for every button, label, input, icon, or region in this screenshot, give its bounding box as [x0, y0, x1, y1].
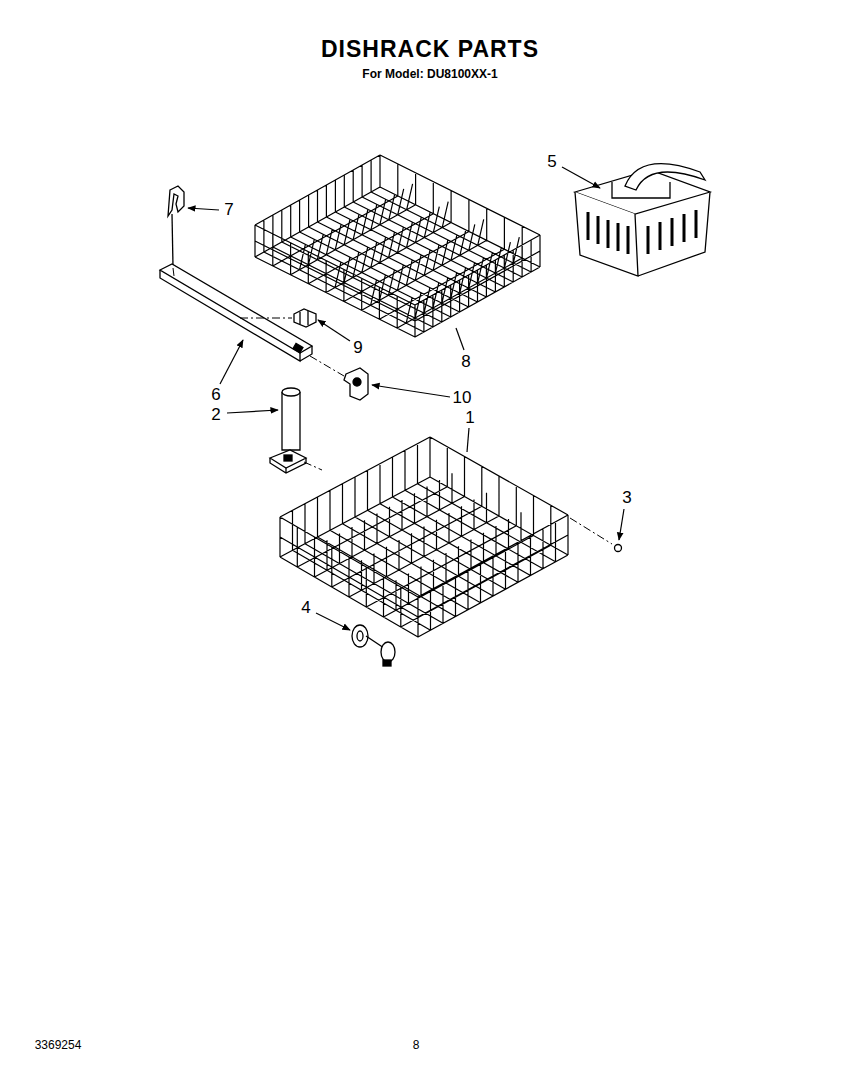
- cap-part: [615, 545, 622, 552]
- leader-arrow: [188, 208, 219, 210]
- callout-number: 6: [211, 386, 220, 405]
- basket-handle: [625, 164, 705, 190]
- leader-arrow: [372, 385, 450, 397]
- leader-arrow: [316, 613, 350, 630]
- callout-number: 2: [211, 406, 220, 425]
- rail-end: [293, 343, 303, 352]
- wheel: [352, 625, 368, 647]
- roller-wheel: [353, 378, 361, 386]
- rail-bar: [160, 264, 312, 353]
- callout-number: 7: [224, 201, 233, 220]
- wheel-holder: [381, 642, 395, 662]
- assembly-line: [240, 318, 292, 319]
- leader-lines: [188, 167, 624, 630]
- page-number: 8: [413, 1039, 420, 1052]
- callout-number: 9: [353, 339, 362, 358]
- leader-line: [456, 328, 464, 350]
- leader-arrow: [619, 509, 624, 540]
- assembly-line: [310, 356, 344, 376]
- leader-arrow: [220, 340, 243, 384]
- rail-bar-side: [160, 270, 312, 361]
- assembly-line: [570, 518, 612, 544]
- basket-divider: [612, 182, 670, 198]
- tube-part: [282, 392, 300, 450]
- wheel-hub: [357, 631, 363, 641]
- dish-racks: [255, 155, 568, 637]
- assembly-line: [173, 268, 174, 276]
- roller-bracket: [344, 368, 368, 400]
- leader-line: [467, 428, 469, 452]
- document-number: 3369254: [35, 1039, 82, 1052]
- wheel-axle: [366, 636, 384, 648]
- assembly-line: [304, 462, 322, 470]
- stop-detail: [300, 311, 308, 325]
- callout-number: 5: [547, 153, 556, 172]
- clip-rod: [172, 214, 173, 266]
- wire-rack: [280, 437, 568, 637]
- basket-slots: [588, 210, 696, 254]
- callout-number: 10: [453, 389, 472, 408]
- callout-number: 3: [622, 489, 631, 508]
- callout-number: 4: [301, 599, 310, 618]
- callout-number: 8: [461, 353, 470, 372]
- stop-part: [294, 309, 316, 327]
- tube-foot: [284, 455, 292, 461]
- diagram-title: DISHRACK PARTS: [321, 37, 539, 62]
- clip-part: [168, 186, 184, 216]
- wheel-clip: [383, 660, 391, 666]
- leader-arrow: [318, 320, 350, 341]
- model-label: For Model: DU8100XX-1: [362, 68, 497, 81]
- leader-arrow: [562, 167, 600, 188]
- small-parts: [160, 164, 710, 666]
- assembly-lines: [173, 268, 612, 544]
- basket-body: [575, 192, 710, 276]
- leader-arrow: [227, 410, 278, 413]
- callout-number: 1: [465, 409, 474, 428]
- wire-rack: [255, 155, 540, 337]
- tube-top: [282, 388, 300, 396]
